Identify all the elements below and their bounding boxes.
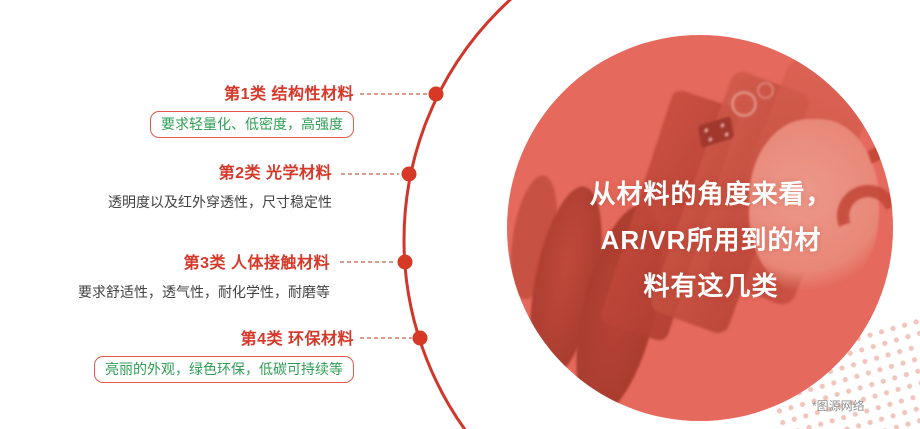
category-title: 第1类 结构性材料 — [224, 86, 354, 103]
category-description: 透明度以及红外穿透性，尺寸稳定性 — [108, 194, 332, 210]
hero-headline: 从材料的角度来看， AR/VR所用到的材 料有这几类 — [518, 171, 893, 309]
category-dot-3 — [397, 254, 413, 270]
hero-headline-line: 料有这几类 — [643, 271, 779, 301]
hero-headline-line: AR/VR所用到的材 — [600, 225, 822, 255]
category-title: 第2类 光学材料 — [218, 165, 332, 182]
category-block-eco: 第4类 环保材料 亮丽的外观，绿色环保，低碳可持续等 — [94, 329, 354, 383]
category-description: 要求舒适性，透气性，耐化学性，耐磨等 — [78, 284, 330, 300]
category-dot-2 — [401, 166, 417, 182]
image-source-note: *图源网络 — [812, 399, 865, 413]
small-ring-icon — [757, 82, 774, 99]
category-dot-1 — [428, 86, 444, 102]
category-block-structural: 第1类 结构性材料 要求轻量化、低密度，高强度 — [150, 84, 354, 138]
red-tint-overlay — [507, 35, 893, 421]
category-title: 第3类 人体接触材料 — [183, 255, 330, 272]
goggle-body-icon — [749, 119, 879, 294]
category-block-body-contact: 第3类 人体接触材料 要求舒适性，透气性，耐化学性，耐磨等 — [78, 253, 330, 301]
category-block-optical: 第2类 光学材料 透明度以及红外穿透性，尺寸稳定性 — [108, 163, 332, 211]
orbit-arc — [402, 0, 513, 429]
category-description-box: 要求轻量化、低密度，高强度 — [150, 111, 354, 138]
category-title: 第4类 环保材料 — [240, 331, 354, 348]
category-description-box: 亮丽的外观，绿色环保，低碳可持续等 — [94, 356, 354, 383]
category-dot-4 — [412, 330, 428, 346]
hero-circle: 从材料的角度来看， AR/VR所用到的材 料有这几类 — [507, 35, 893, 421]
hero-headline-line: 从材料的角度来看， — [589, 179, 833, 209]
small-ring-icon — [731, 91, 757, 117]
